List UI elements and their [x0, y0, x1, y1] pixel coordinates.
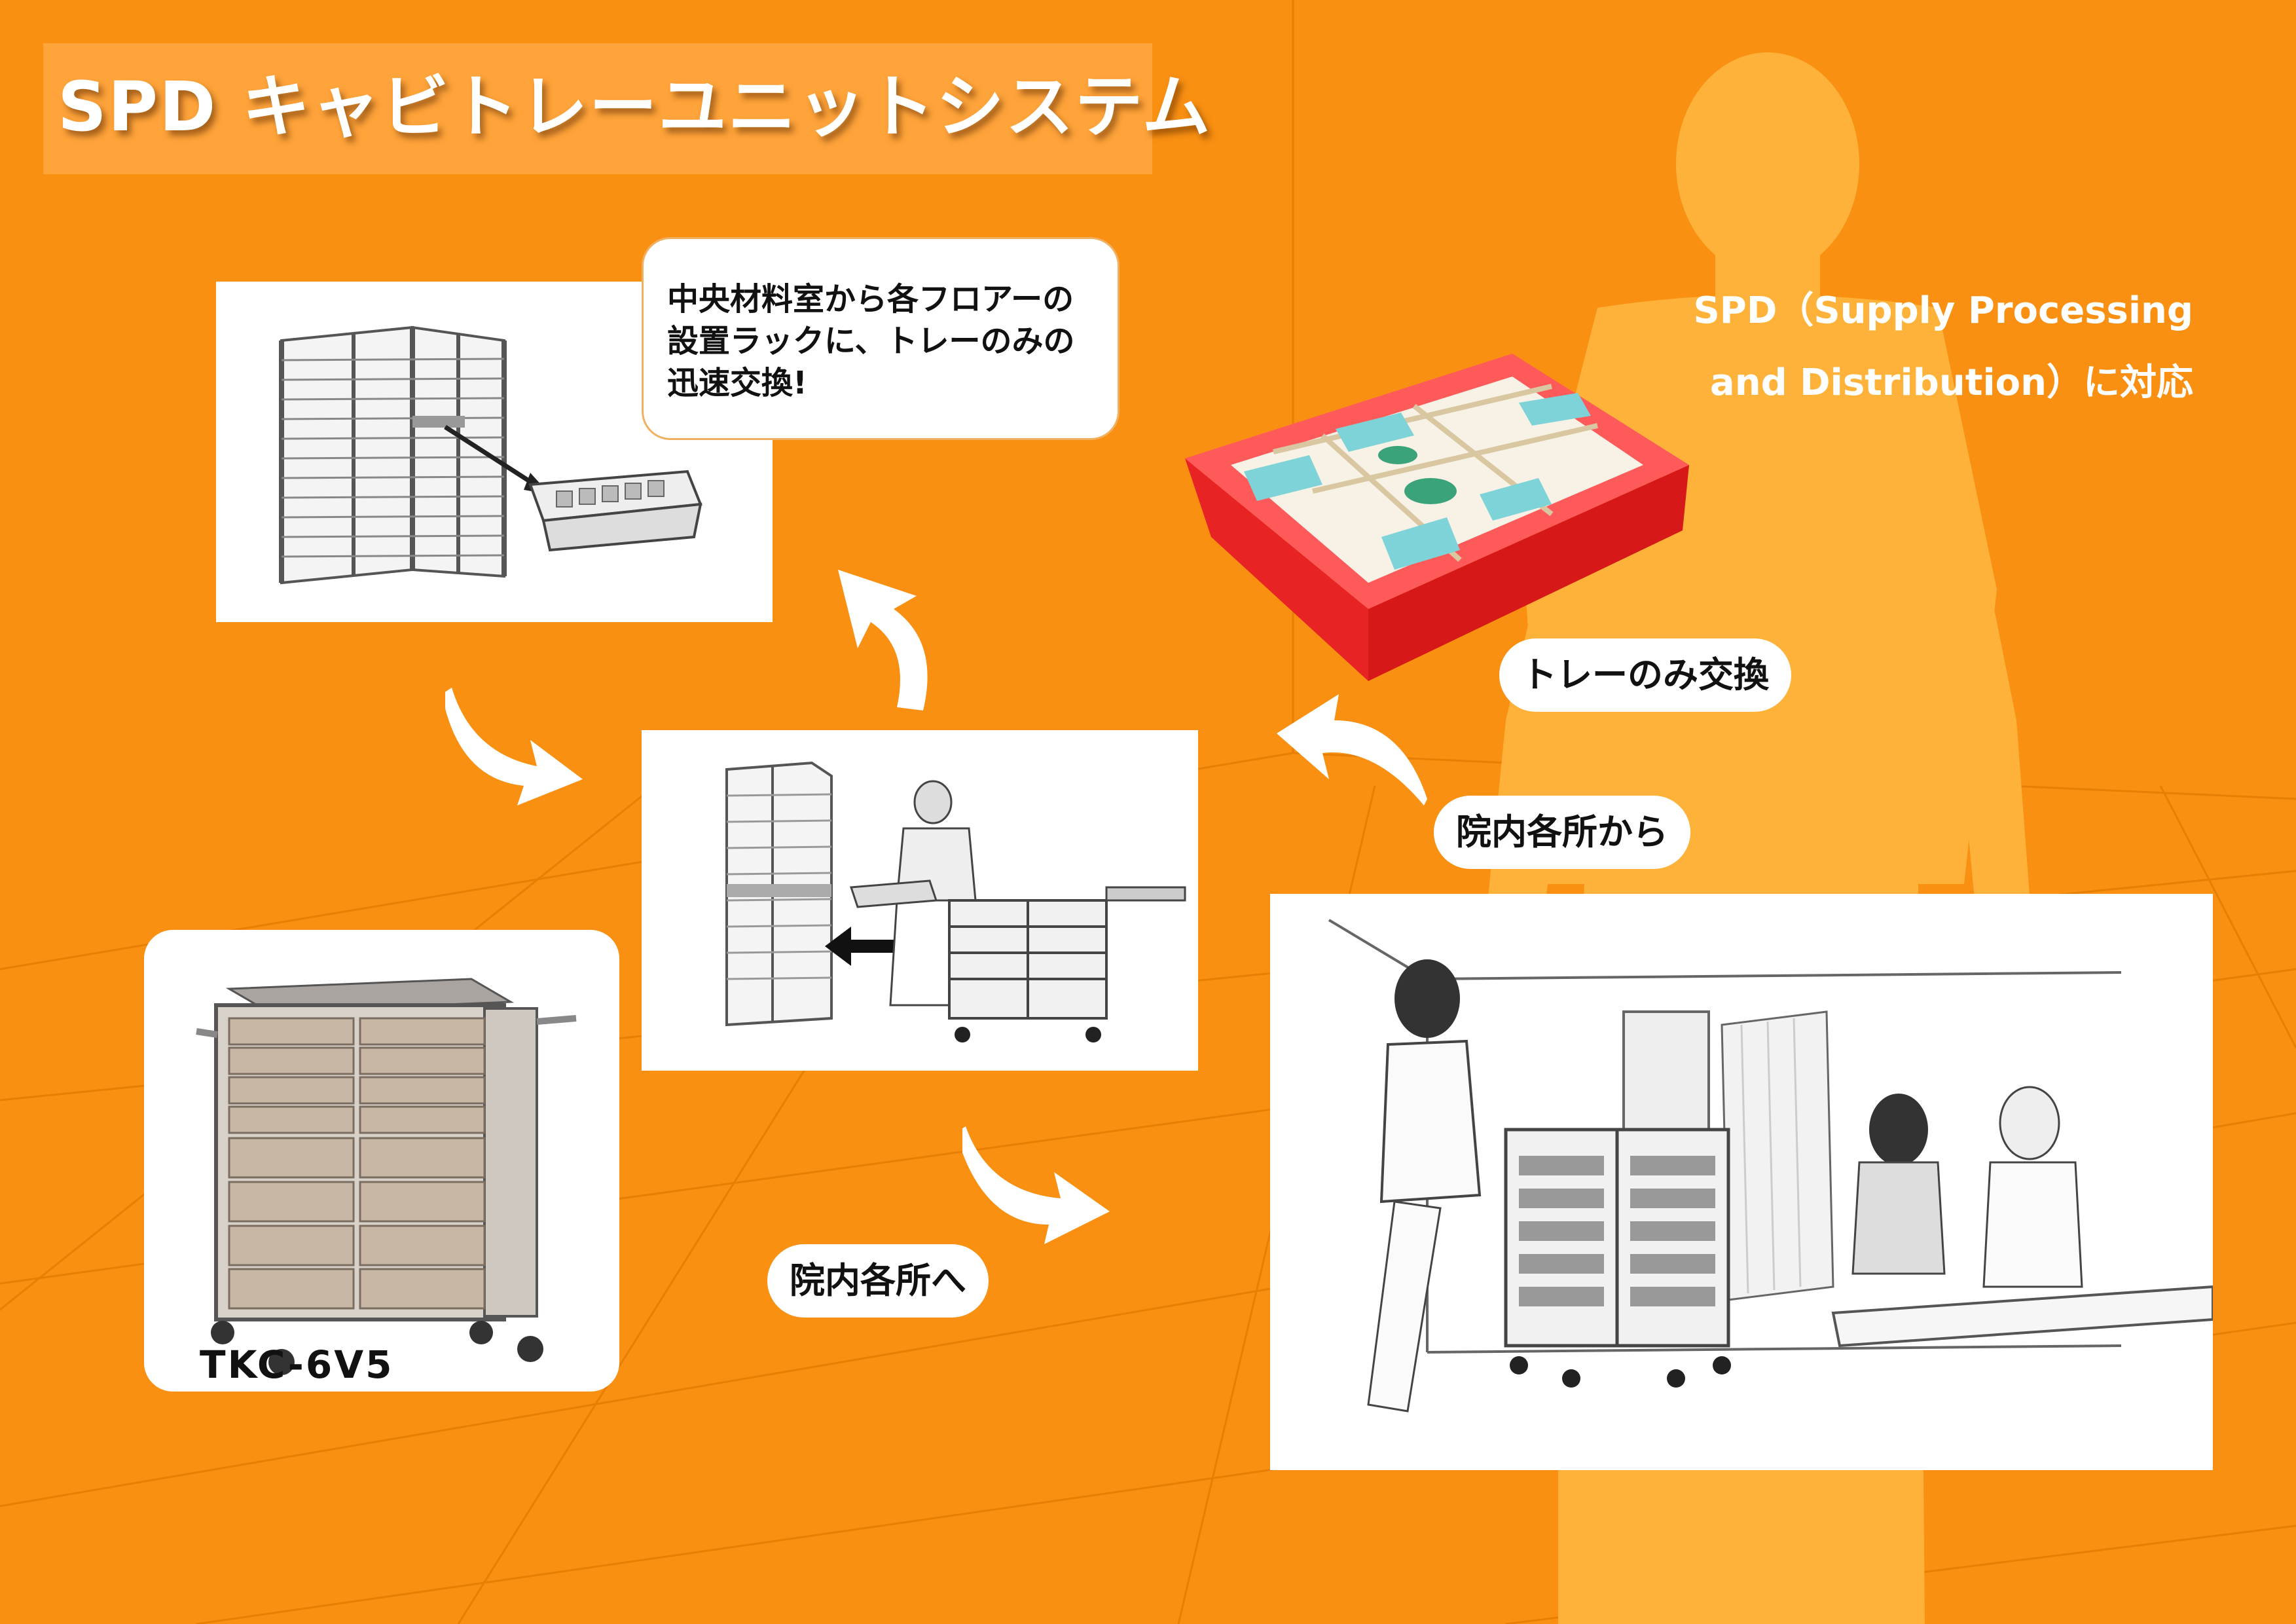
cart-illustration [196, 978, 577, 1375]
title-bar [43, 43, 1152, 174]
spd-note: SPD（Supply Processing and Distribution）に… [1669, 275, 2193, 419]
hospital-scene-illustration [1328, 919, 2213, 1412]
model-label: TKC-6V5 [200, 1342, 394, 1387]
from-hospital-label: 院内各所から [1434, 796, 1690, 869]
red-tray-image [1185, 354, 1689, 681]
speech-bubble: 中央材料室から各フロアーの 設置ラックに、トレーのみの 迅速交換! [642, 237, 1120, 440]
speech-line2: 設置ラックに、トレーのみの [667, 323, 1075, 360]
nurse-exchange-illustration [725, 761, 1186, 1043]
rack-illustration [279, 325, 702, 585]
spd-note-line2: and Distribution）に対応 [1709, 361, 2193, 404]
arrow-up-icon [838, 570, 928, 710]
hospital-room-panel [1270, 894, 2213, 1470]
cart-product-panel [144, 930, 619, 1392]
page-title: SPD キャビトレーユニットシステム [58, 67, 1212, 147]
arrow-down-right-icon [445, 688, 583, 805]
speech-line3: 迅速交換! [667, 365, 807, 401]
arrow-down-right-lower-icon [962, 1126, 1110, 1244]
tray-exchange-panel [642, 730, 1198, 1071]
to-hospital-label: 院内各所へ [767, 1244, 989, 1318]
spd-note-line1: SPD（Supply Processing [1693, 289, 2193, 332]
arrow-left-up-icon [1277, 694, 1427, 805]
speech-line1: 中央材料室から各フロアーの [667, 281, 1074, 318]
tray-exchange-label: トレーのみ交換 [1499, 638, 1791, 712]
